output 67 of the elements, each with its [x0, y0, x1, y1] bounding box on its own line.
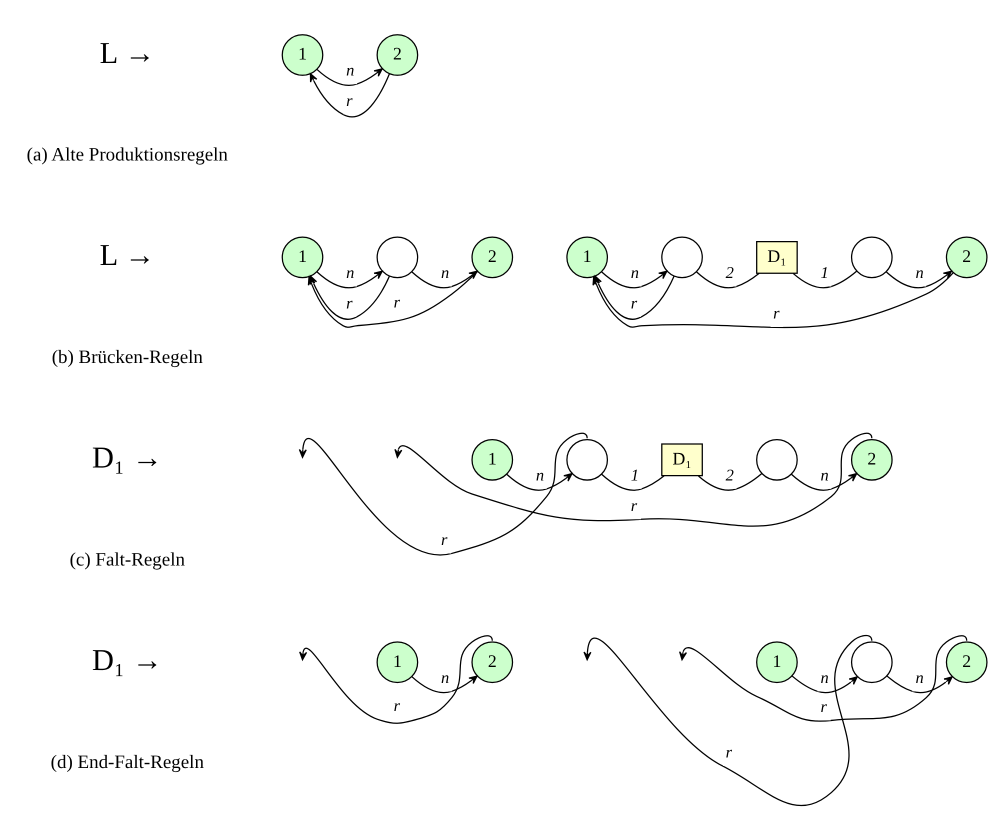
label: D₁ → [92, 643, 162, 678]
node-circle [850, 641, 892, 684]
label: L → [99, 238, 154, 272]
label: L → [99, 36, 154, 70]
node-circle: 1 [281, 34, 323, 76]
node-circle [566, 438, 608, 481]
edge-label: r [393, 696, 400, 715]
node-circle: 2 [470, 641, 513, 684]
node-circle [850, 236, 892, 278]
edge-label: 2 [725, 466, 734, 485]
node-circle [660, 236, 702, 278]
edge-label: r [820, 697, 826, 716]
edge-label: n [914, 668, 924, 687]
arrow [316, 270, 382, 288]
arrow [790, 473, 857, 491]
edge-label: n [535, 466, 544, 485]
edge-label: n [346, 263, 354, 282]
edge-label: 2 [725, 263, 734, 282]
edge-label: r [346, 294, 352, 313]
node-circle: 1 [470, 438, 513, 481]
label: (c) Falt-Regeln [69, 549, 184, 570]
connector [792, 270, 856, 288]
edge-label: r [630, 294, 637, 313]
edge-label: n [440, 668, 449, 687]
node-circle: 1 [281, 236, 323, 278]
node-circle: 2 [945, 641, 988, 684]
arrow [886, 676, 952, 694]
connector [600, 474, 664, 491]
edge-label: n [346, 60, 354, 80]
node-circle: 1 [756, 641, 798, 684]
arrow [791, 676, 858, 694]
arrow [411, 675, 478, 694]
arrow [316, 68, 382, 86]
node-circle: 2 [850, 438, 892, 481]
connector [698, 473, 762, 491]
node-circle: 1 [376, 641, 418, 684]
edge-label: r [440, 530, 447, 550]
edge-label: n [820, 466, 828, 485]
edge-label: r [346, 91, 352, 110]
node-box: D₁ [756, 240, 798, 274]
connector [696, 272, 759, 288]
edge-label: r [772, 304, 780, 323]
node-circle [376, 236, 418, 278]
arrow [506, 473, 572, 491]
label: (b) Brücken-Regeln [51, 347, 202, 368]
node-circle: 2 [470, 236, 513, 278]
edge-label: 1 [630, 466, 639, 485]
node-circle: 1 [566, 236, 608, 278]
node-circle: 2 [945, 236, 988, 278]
arrow [600, 270, 667, 288]
node-circle [756, 438, 798, 481]
label: (d) End-Falt-Regeln [50, 752, 204, 773]
label: (a) Alte Produktionsregeln [26, 144, 228, 166]
edge-label: n [820, 668, 828, 687]
edge-label: n [914, 263, 924, 282]
edge-label: r [630, 496, 637, 515]
node-circle: 2 [376, 34, 418, 76]
arrow [682, 635, 967, 722]
arrow [302, 432, 588, 556]
edge-label: 1 [820, 263, 828, 282]
arrow [309, 73, 390, 118]
edge-label: r [393, 292, 400, 312]
node-box: D₁ [660, 443, 702, 476]
edge-label: n [440, 263, 449, 282]
edge-label: r [725, 742, 732, 762]
edge-label: n [630, 263, 639, 282]
label: D₁ → [92, 440, 162, 475]
